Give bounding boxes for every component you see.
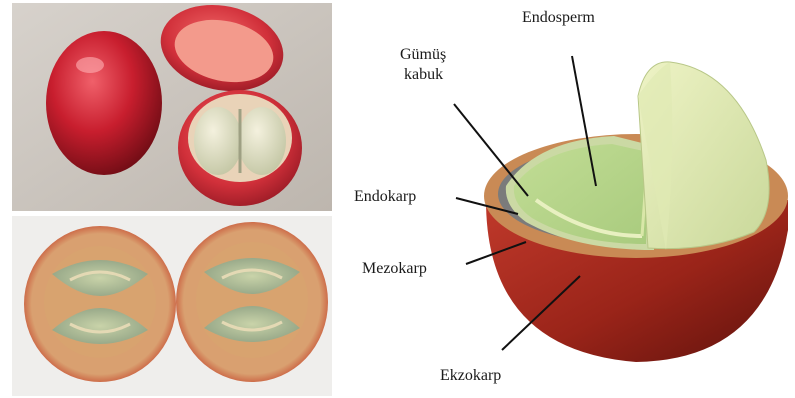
photo-coffee-cherry-opened [12,3,332,211]
label-silver-skin-line1: Gümüş [400,46,446,63]
bean-right [238,107,286,175]
label-silver-skin-line2: kabuk [404,66,443,83]
label-endocarp: Endokarp [354,188,416,205]
coffee-cherry-anatomy-diagram: Endosperm Gümüş kabuk Endokarp Mezokarp … [336,0,795,398]
photo-coffee-cherry-cross-section [12,216,332,396]
label-exocarp: Ekzokarp [440,367,501,384]
label-mesocarp: Mezokarp [362,260,427,277]
whole-cherry [46,31,162,175]
label-endosperm: Endosperm [522,9,595,26]
bean-left [194,107,242,175]
coffee-cherry-photo-bottom [12,216,332,396]
coffee-cherry-photo-top [12,3,332,211]
